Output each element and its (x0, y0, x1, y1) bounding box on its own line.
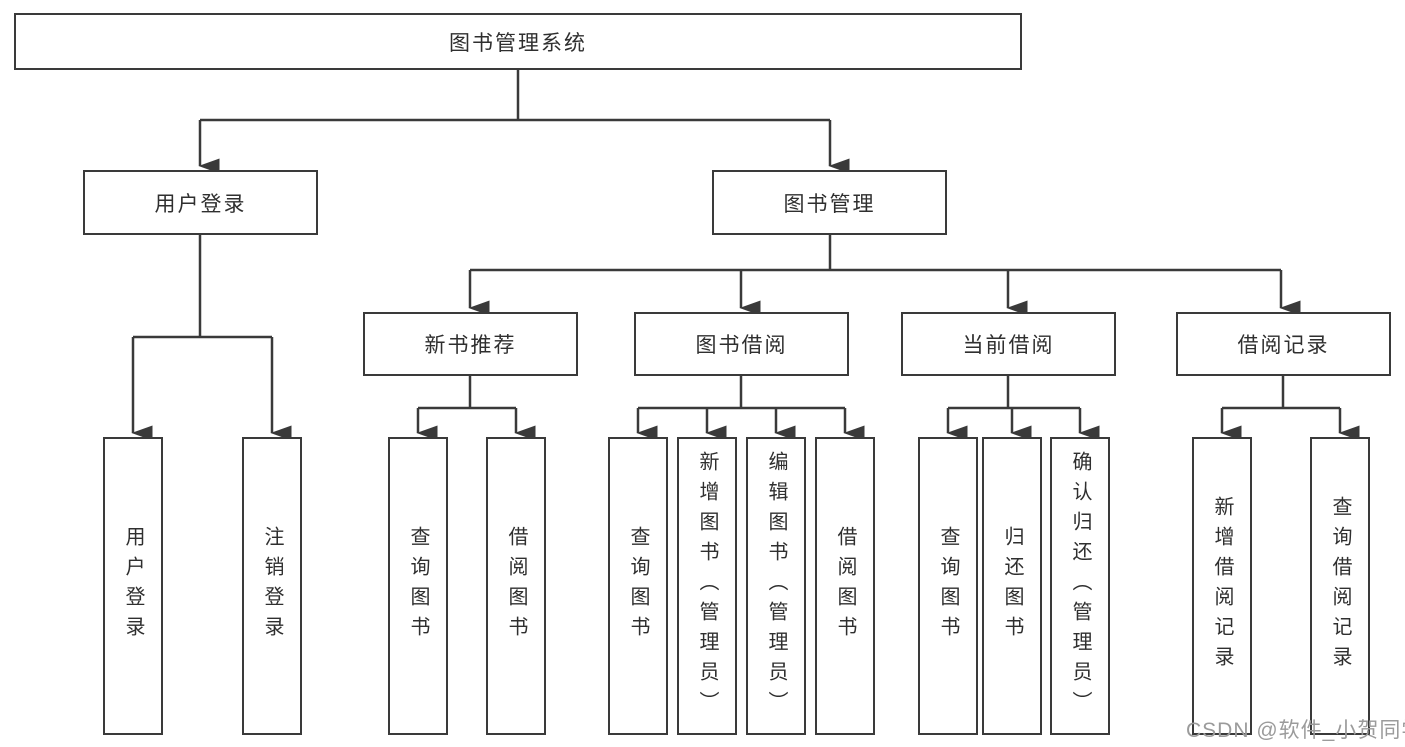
leaf-borrow-borrow-books-label: 借阅图书 (834, 526, 856, 646)
node-borrow-record-label: 借阅记录 (1237, 334, 1330, 357)
leaf-current-return-books: 归还图书 (982, 437, 1042, 735)
leaf-borrow-borrow-books: 借阅图书 (815, 437, 875, 735)
leaf-current-confirm-return-admin-label: 确认归还（管理员） (1069, 451, 1091, 721)
node-user-login-label: 用户登录 (154, 192, 247, 216)
leaf-record-query-borrow-record: 查询借阅记录 (1310, 437, 1370, 735)
node-book-borrow: 图书借阅 (634, 312, 849, 376)
leaf-logout: 注销登录 (242, 437, 302, 735)
leaf-current-query-books: 查询图书 (918, 437, 978, 735)
node-book-management-label: 图书管理 (783, 192, 876, 216)
node-root: 图书管理系统 (14, 13, 1022, 70)
node-new-book-recommend: 新书推荐 (363, 312, 578, 376)
leaf-user-login-label: 用户登录 (122, 526, 144, 646)
leaf-record-query-borrow-record-label: 查询借阅记录 (1329, 496, 1351, 676)
node-current-borrow-label: 当前借阅 (962, 334, 1055, 357)
leaf-borrow-query-books: 查询图书 (608, 437, 668, 735)
leaf-borrow-add-books-admin-label: 新增图书（管理员） (696, 451, 718, 721)
leaf-borrow-edit-books-admin: 编辑图书（管理员） (746, 437, 806, 735)
leaf-current-confirm-return-admin: 确认归还（管理员） (1050, 437, 1110, 735)
leaf-user-login: 用户登录 (103, 437, 163, 735)
node-borrow-record: 借阅记录 (1176, 312, 1391, 376)
node-root-label: 图书管理系统 (449, 31, 587, 55)
node-book-borrow-label: 图书借阅 (695, 334, 788, 357)
leaf-newrec-borrow-books: 借阅图书 (486, 437, 546, 735)
node-book-management: 图书管理 (712, 170, 947, 235)
leaf-record-add-borrow-record-label: 新增借阅记录 (1211, 496, 1233, 676)
leaf-logout-label: 注销登录 (261, 526, 283, 646)
leaf-newrec-query-books-label: 查询图书 (407, 526, 429, 646)
leaf-borrow-edit-books-admin-label: 编辑图书（管理员） (765, 451, 787, 721)
leaf-borrow-add-books-admin: 新增图书（管理员） (677, 437, 737, 735)
leaf-borrow-query-books-label: 查询图书 (627, 526, 649, 646)
csdn-watermark: CSDN @软件_小贺同学 (1186, 719, 1405, 742)
leaf-current-return-books-label: 归还图书 (1001, 526, 1023, 646)
node-new-book-recommend-label: 新书推荐 (424, 334, 517, 357)
leaf-newrec-borrow-books-label: 借阅图书 (505, 526, 527, 646)
node-user-login: 用户登录 (83, 170, 318, 235)
node-current-borrow: 当前借阅 (901, 312, 1116, 376)
leaf-record-add-borrow-record: 新增借阅记录 (1192, 437, 1252, 735)
leaf-newrec-query-books: 查询图书 (388, 437, 448, 735)
leaf-current-query-books-label: 查询图书 (937, 526, 959, 646)
